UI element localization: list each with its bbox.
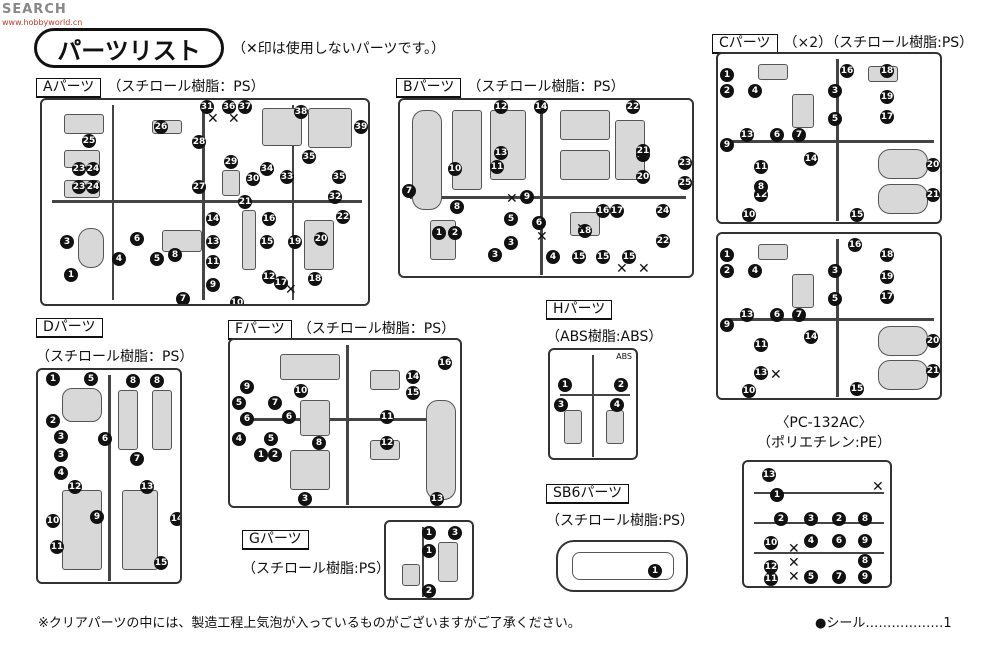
watermark-text: SEARCH [2, 2, 67, 17]
runner-d-tag: Dパーツ [36, 318, 103, 338]
runner-c-tag: Cパーツ [712, 34, 778, 54]
runner-c-material: （×2）（スチロール樹脂:PS） [783, 35, 974, 51]
runner-f: 9 10 5 7 6 6 4 5 8 1 2 3 16 14 15 11 12 … [228, 338, 462, 508]
runner-d: 1 5 8 8 2 3 6 3 4 7 12 13 14 10 11 15 9 [36, 368, 182, 584]
runner-c-2: 1 2 4 9 13 6 7 3 5 16 18 19 17 20 21 15 … [716, 232, 942, 400]
watermark: SEARCH [2, 2, 67, 17]
runner-d-material: （スチロール樹脂：PS） [36, 349, 194, 365]
runner-f-label: Fパーツ （スチロール樹脂：PS） [228, 318, 455, 340]
runner-g: 1 3 1 2 [384, 520, 474, 600]
runner-sb6-label: SB6パーツ （スチロール樹脂:PS） [546, 484, 694, 530]
runner-a-tag: Aパーツ [36, 78, 102, 98]
runner-h: ABS 1 2 3 4 [548, 348, 638, 460]
runner-pe-label: 〈PC-132AC〉 （ポリエチレン:PE） [754, 412, 894, 452]
runner-pe-material: （ポリエチレン:PE） [756, 435, 891, 451]
runner-b: 7 8 12 14 13 11 10 22 19 20 21 23 25 24 … [398, 98, 694, 278]
watermark-url: www.hobbyworld.cn [2, 18, 83, 27]
seal-count: ●シール………………1 [815, 616, 952, 631]
runner-pe: 13 1 2 3 2 8 10 4 6 9 12 8 11 5 7 9 ✕ ✕ … [742, 460, 892, 588]
page-title: パーツリスト [34, 28, 224, 68]
runner-h-label: Hパーツ （ABS樹脂:ABS） [546, 300, 662, 346]
runner-h-tag: Hパーツ [546, 300, 613, 320]
runner-pe-tag: 〈PC-132AC〉 [775, 415, 873, 431]
runner-b-tag: Bパーツ [396, 78, 462, 98]
runner-g-material: （スチロール樹脂:PS） [242, 561, 391, 577]
runner-g-tag: Gパーツ [242, 530, 309, 550]
runner-sb6: 1 [556, 540, 688, 592]
runner-a-material: （スチロール樹脂：PS） [107, 79, 265, 95]
runner-h-abs-mark: ABS [616, 352, 632, 361]
runner-f-tag: Fパーツ [228, 320, 292, 340]
runner-b-label: Bパーツ （スチロール樹脂：PS） [396, 76, 625, 98]
runner-g-label: Gパーツ （スチロール樹脂:PS） [242, 530, 390, 578]
runner-a: 3 1 4 5 8 6 14 13 11 9 7 10 12 17 18 16 … [40, 98, 370, 306]
runner-sb6-material: （スチロール樹脂:PS） [546, 513, 695, 529]
runner-h-material: （ABS樹脂:ABS） [546, 329, 663, 345]
runner-sb6-tag: SB6パーツ [546, 484, 630, 504]
runner-b-material: （スチロール樹脂：PS） [467, 79, 625, 95]
runner-f-material: （スチロール樹脂：PS） [297, 321, 456, 337]
runner-c-1: 1 2 4 9 13 6 7 3 5 16 18 19 17 20 21 15 … [716, 52, 942, 224]
title-note: （✕印は使用しないパーツです。） [232, 41, 446, 57]
runner-a-label: Aパーツ （スチロール樹脂：PS） [36, 76, 265, 98]
runner-d-label: Dパーツ （スチロール樹脂：PS） [36, 318, 193, 366]
runner-c-label: Cパーツ （×2）（スチロール樹脂:PS） [712, 32, 973, 54]
footnote: ※クリアパーツの中には、製造工程上気泡が入っているものがございますがご了承くださ… [38, 616, 581, 631]
